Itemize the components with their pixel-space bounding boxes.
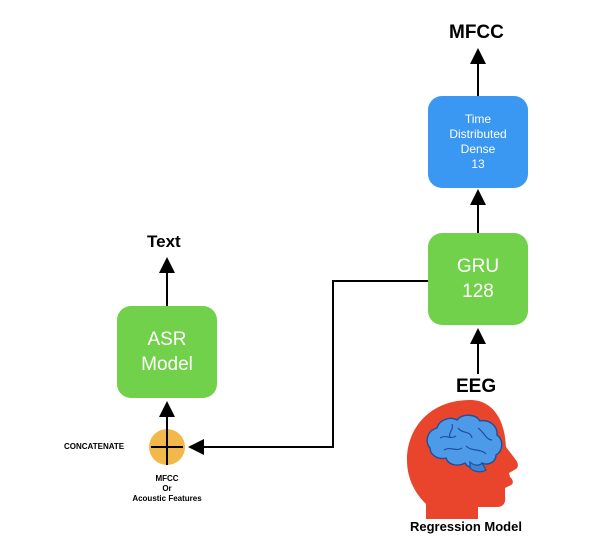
gru-box: GRU 128 [428, 233, 528, 325]
features-label: MFCC Or Acoustic Features [117, 474, 217, 504]
time-distributed-dense-box: Time Distributed Dense 13 [428, 96, 528, 188]
mfcc-output-label: MFCC [449, 22, 504, 43]
dense-label-line-1: Time [464, 112, 492, 126]
eeg-input-label: EEG [456, 376, 497, 397]
dense-label-line-2: Distributed [449, 127, 507, 141]
asr-label-line-1: ASR [147, 329, 187, 350]
dense-label-line-4: 13 [471, 157, 485, 171]
features-line-2: Or [162, 484, 172, 493]
asr-model-box: ASR Model [117, 306, 217, 398]
arrow-gru-to-concat [188, 280, 428, 455]
gru-label-line-1: GRU [456, 256, 500, 277]
regression-model-caption: Regression Model [410, 519, 522, 534]
gru-label-line-2: 128 [462, 281, 494, 302]
features-line-3: Acoustic Features [132, 494, 202, 503]
features-line-1: MFCC [155, 474, 179, 483]
asr-label-line-2: Model [141, 354, 193, 375]
text-output-label: Text [147, 232, 181, 251]
concatenate-label: CONCATENATE [64, 442, 125, 451]
dense-label-line-3: Dense [460, 142, 496, 156]
brain-icon [426, 414, 503, 473]
